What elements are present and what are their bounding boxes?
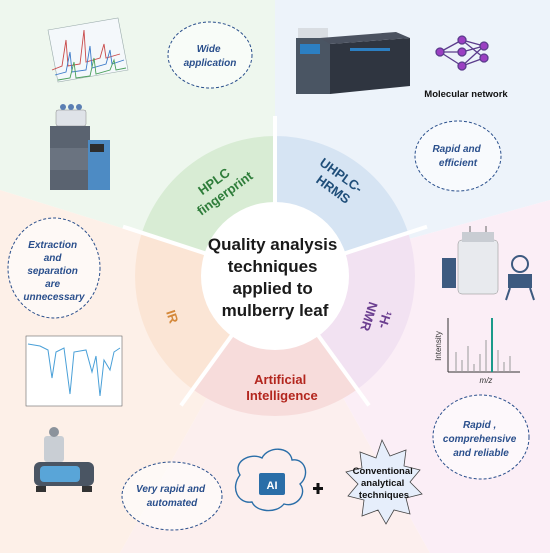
svg-text:Very rapid and automated: Very rapid and automated	[136, 484, 208, 509]
center-disc	[201, 202, 349, 350]
bubble-rapid-efficient: Rapid and efficient	[414, 120, 502, 192]
molecular-network-label: Molecular network	[424, 89, 508, 100]
svg-text:Rapid , comprehensive: Rapid , comprehensive and reliable	[443, 420, 519, 459]
combine-symbol	[313, 483, 323, 494]
svg-text:Extraction and sep: Extraction and separation are unnecessar…	[23, 240, 85, 303]
segment-label-ir: IR	[163, 308, 181, 326]
ai-chip-icon: AI	[234, 448, 307, 512]
ring-segment-hplc	[141, 136, 275, 254]
uhplc-hrms-instrument-icon	[296, 28, 410, 94]
ring-segment-ir	[135, 232, 233, 390]
ir-spectrum-chart	[25, 335, 123, 407]
segment-label-ai: Artificial Intelligence	[246, 372, 318, 403]
ring-segment-ai	[192, 334, 358, 417]
bubble-extraction: Extraction and separation are unnecessar…	[7, 217, 101, 319]
ring	[122, 116, 428, 417]
svg-text:Conventional analytical: Conventional analytical techniques	[353, 466, 416, 501]
mz-label: m/z	[480, 376, 493, 385]
hplc-instrument-icon	[50, 104, 110, 190]
conventional-techniques-starburst: Conventional analytical techniques	[345, 438, 423, 525]
ai-chip-label: AI	[267, 480, 278, 492]
nmr-spectrum-chart: Intensity m/z	[434, 318, 520, 385]
ring-segment-uhplc	[275, 136, 409, 254]
bubble-very-rapid: Very rapid and automated	[121, 461, 223, 531]
chromatogram-3d-illustration	[47, 17, 129, 83]
nmr-instrument-icon	[442, 226, 535, 301]
center-title: Quality analysis techniques applied to m…	[208, 235, 342, 320]
bubble-wide-application: Wide application	[167, 21, 253, 89]
svg-text:Wide application: Wide application	[184, 44, 237, 69]
ring-segment-nmr	[317, 232, 415, 390]
svg-text:Rapid and efficient: Rapid and efficient	[432, 144, 483, 169]
bubble-rapid-comprehensive: Rapid , comprehensive and reliable	[432, 394, 530, 480]
molecular-network-icon	[435, 35, 489, 71]
intensity-label: Intensity	[434, 331, 443, 361]
ir-instrument-icon	[34, 427, 94, 492]
